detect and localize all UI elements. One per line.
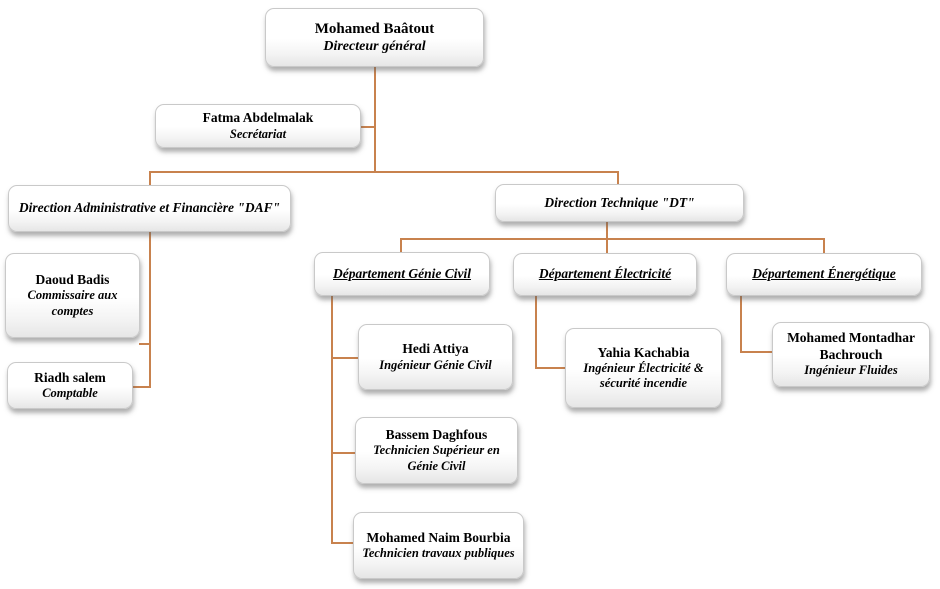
connector-daf-spine xyxy=(149,231,151,388)
connector-departments-distributor xyxy=(401,238,825,240)
person-name: Daoud Badis xyxy=(35,272,110,288)
person-role: Ingénieur Génie Civil xyxy=(379,357,492,372)
department-title: Département Énergétique xyxy=(752,266,896,282)
connector-bassem-stub xyxy=(331,452,356,454)
person-role: Technicien travaux publiques xyxy=(362,546,515,561)
connector-naim-stub xyxy=(331,542,354,544)
person-role: Directeur général xyxy=(323,39,426,55)
person-name: Fatma Abdelmalak xyxy=(202,110,314,126)
node-secretariat: Fatma Abdelmalak Secrétariat xyxy=(155,104,361,148)
node-technicien-travaux: Mohamed Naim Bourbia Technicien travaux … xyxy=(353,512,524,579)
connector-energetique-drop xyxy=(823,238,825,254)
person-role: Ingénieur Électricité & sécurité incendi… xyxy=(583,360,704,391)
node-directeur-general: Mohamed Baâtout Directeur général xyxy=(265,8,484,67)
connector-daf-drop xyxy=(149,171,151,186)
person-role: Comptable xyxy=(42,386,98,401)
connector-genie-civil-spine xyxy=(331,295,333,544)
connector-bachrouch-stub xyxy=(740,351,773,353)
connector-dt-drop xyxy=(617,171,619,185)
node-direction-dt: Direction Technique "DT" xyxy=(495,184,744,222)
connector-root-vertical xyxy=(374,66,376,172)
connector-hedi-stub xyxy=(331,357,359,359)
connector-electricite-drop xyxy=(606,238,608,254)
node-dept-energetique: Département Énergétique xyxy=(726,253,922,296)
connector-electricite-spine xyxy=(535,295,537,369)
node-dept-genie-civil: Département Génie Civil xyxy=(314,252,490,296)
connector-yahia-stub xyxy=(535,367,566,369)
person-name: Mohamed Baâtout xyxy=(314,20,435,37)
node-commissaire: Daoud Badis Commissaire aux comptes xyxy=(5,253,140,338)
connector-secretariat-stub xyxy=(361,126,376,128)
node-ingenieur-electricite: Yahia Kachabia Ingénieur Électricité & s… xyxy=(565,328,722,408)
person-name: Mohamed Naim Bourbia xyxy=(366,529,511,545)
connector-energetique-spine xyxy=(740,295,742,353)
node-ingenieur-fluides: Mohamed Montadhar Bachrouch Ingénieur Fl… xyxy=(772,322,930,387)
connector-genie-civil-drop xyxy=(400,238,402,253)
connector-commissaire-stub xyxy=(139,343,151,345)
person-name: Riadh salem xyxy=(34,369,106,385)
connector-comptable-stub xyxy=(132,386,151,388)
node-comptable: Riadh salem Comptable xyxy=(7,362,133,409)
department-title: Département Électricité xyxy=(538,266,672,282)
connector-directions-distributor xyxy=(150,171,618,173)
person-role: Commissaire aux comptes xyxy=(27,288,118,318)
person-name: Yahia Kachabia xyxy=(597,344,690,360)
node-technicien-superieur: Bassem Daghfous Technicien Supérieur en … xyxy=(355,417,518,484)
person-role: Ingénieur Fluides xyxy=(804,363,898,378)
person-name: Mohamed Montadhar Bachrouch xyxy=(787,330,915,362)
node-direction-daf: Direction Administrative et Financière "… xyxy=(8,185,291,232)
direction-title: Direction Administrative et Financière "… xyxy=(18,200,281,216)
person-role: Technicien Supérieur en Génie Civil xyxy=(373,443,500,473)
node-ingenieur-genie-civil: Hedi Attiya Ingénieur Génie Civil xyxy=(358,324,513,390)
direction-title: Direction Technique "DT" xyxy=(544,194,695,210)
department-title: Département Génie Civil xyxy=(333,265,471,281)
person-name: Hedi Attiya xyxy=(402,341,469,357)
connector-dt-bottom-stub xyxy=(606,221,608,239)
node-dept-electricite: Département Électricité xyxy=(513,253,697,296)
person-name: Bassem Daghfous xyxy=(385,427,488,443)
person-role: Secrétariat xyxy=(229,126,287,141)
